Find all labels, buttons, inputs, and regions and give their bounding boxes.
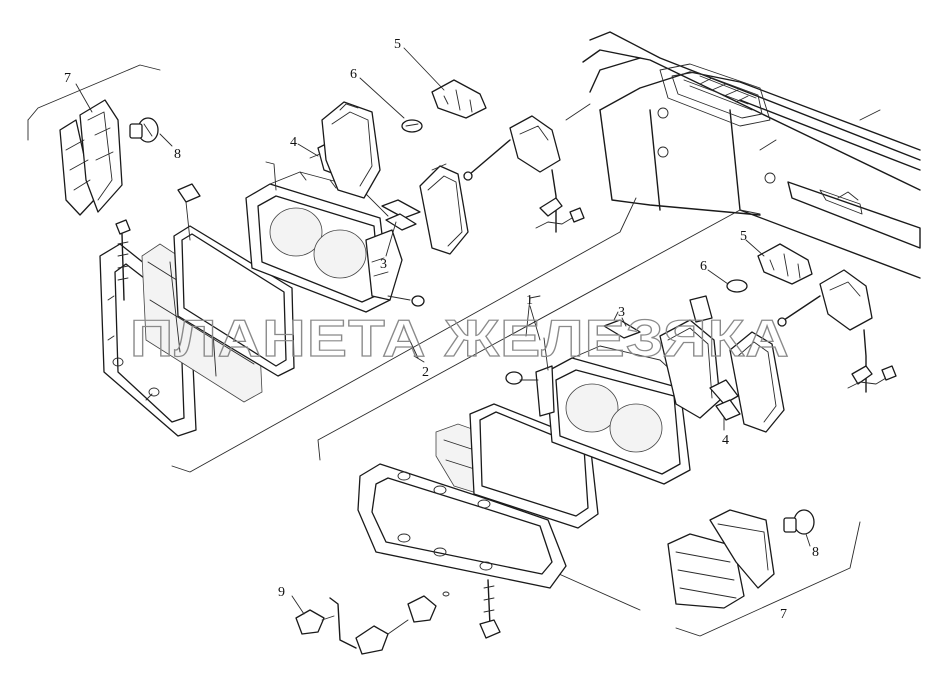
callout-upper-clip: 3 — [380, 257, 387, 272]
upper-group-frame — [27, 64, 637, 473]
lower-headlamp-housing — [505, 337, 691, 485]
lower-mount-bracket — [709, 379, 741, 421]
leader-lines — [75, 47, 811, 615]
callout-upper-bulb: 8 — [174, 147, 181, 162]
fog-lamp-wiring — [295, 591, 450, 655]
callout-upper-assembly: 2 — [422, 365, 429, 380]
callout-lower-connector-cap: 6 — [700, 259, 707, 274]
callout-lower-mount: 4 — [722, 433, 729, 448]
callout-upper-connector: 5 — [394, 37, 401, 52]
watermark-text: ПЛАНЕТА ЖЕЛЕЗЯКА — [130, 310, 790, 368]
callout-upper-connector-cap: 6 — [350, 67, 357, 82]
callout-upper-mount: 4 — [290, 135, 297, 150]
callout-lower-side-marker: 7 — [780, 607, 787, 622]
lower-cover-dome — [729, 331, 785, 433]
upper-headlamp-housing — [245, 161, 425, 313]
lower-bezel-frame — [357, 463, 567, 589]
upper-screw — [115, 219, 131, 301]
upper-connector — [431, 79, 487, 119]
upper-rear-cover — [321, 101, 381, 199]
lower-adjuster-motor — [777, 269, 897, 393]
upper-seal-gasket — [173, 225, 295, 377]
upper-tabs — [177, 183, 201, 241]
lower-connector — [757, 243, 813, 285]
upper-cover-dome — [419, 163, 469, 255]
lower-bulb — [783, 509, 815, 535]
upper-side-marker-lamp — [59, 99, 123, 216]
callout-lower-bulb: 8 — [812, 545, 819, 560]
lower-screw — [479, 579, 501, 639]
lower-clip — [603, 311, 641, 339]
lower-rear-cover — [659, 295, 721, 419]
upper-adjuster-motor — [463, 103, 591, 233]
callout-labels: 7 8 4 6 5 3 2 1 3 5 6 4 8 7 9 — [64, 37, 819, 622]
upper-connector-cap — [401, 119, 423, 133]
lower-connector-cap — [726, 279, 748, 293]
truck-cab-front — [582, 31, 921, 279]
lower-side-marker-lamp — [667, 509, 775, 609]
callout-lower-clip: 3 — [618, 305, 625, 320]
callout-lower-connector: 5 — [740, 229, 747, 244]
upper-clip — [381, 199, 421, 231]
upper-bulb — [129, 117, 159, 143]
callout-fog-key: 9 — [278, 585, 285, 600]
lower-group-frame — [317, 209, 861, 637]
callout-lower-housing: 1 — [526, 293, 533, 308]
callout-upper-side-marker: 7 — [64, 71, 71, 86]
